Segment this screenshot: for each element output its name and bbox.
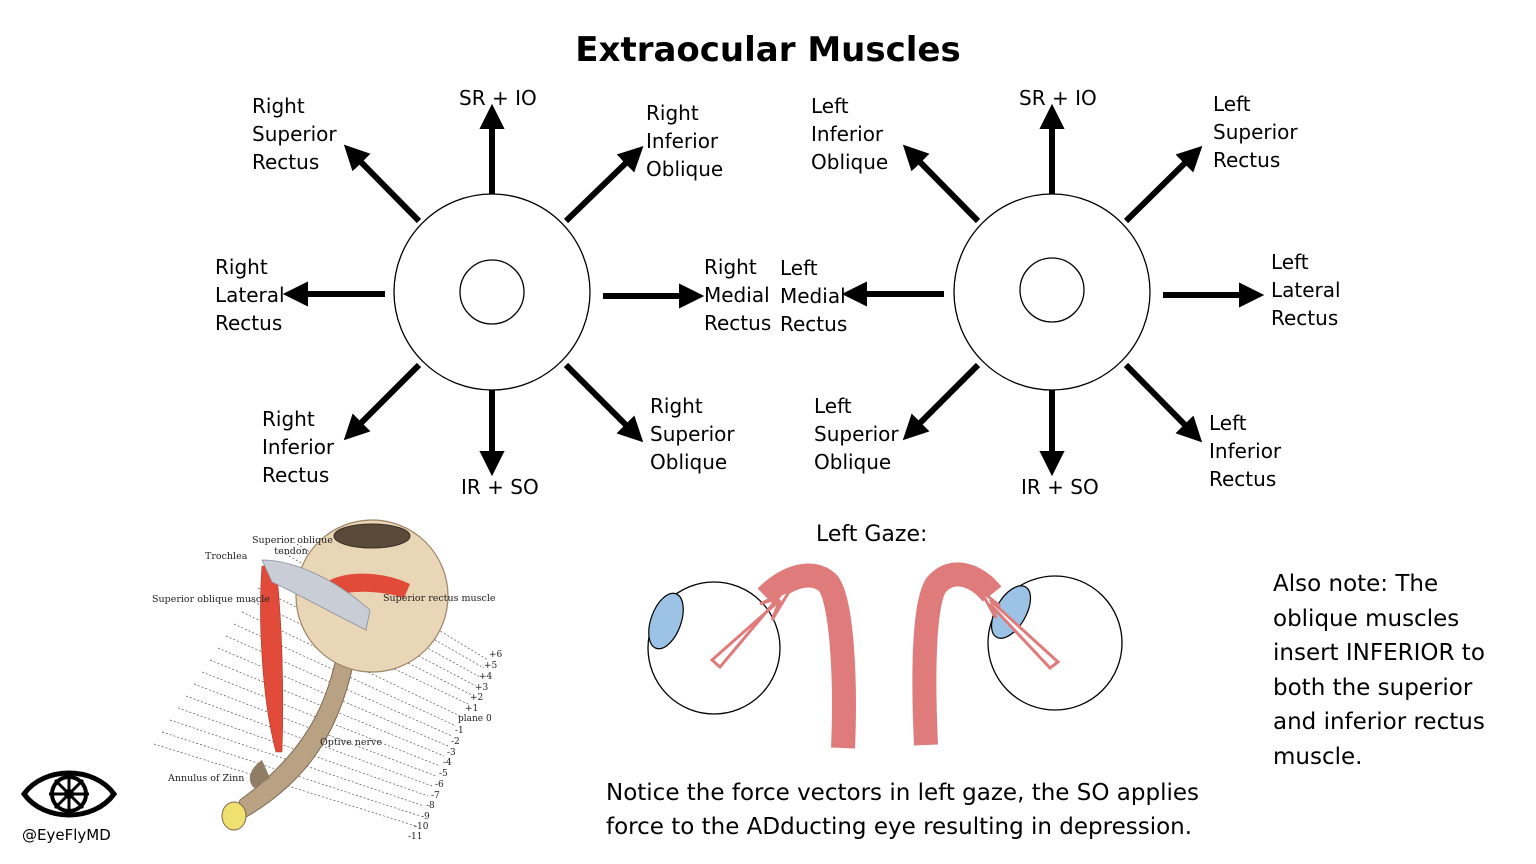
arrow-upper-left	[902, 144, 981, 224]
plane-label: +4	[479, 672, 493, 682]
plane-label: +6	[489, 650, 503, 660]
gaze-force-vector-2	[978, 588, 1061, 671]
arrow-upper-right	[563, 145, 644, 224]
superior-oblique-tendon	[261, 559, 371, 631]
plane-label: -7	[431, 791, 440, 801]
arrow-lower-left	[343, 362, 422, 441]
globe	[295, 519, 449, 673]
plane-label: -6	[435, 780, 444, 790]
cornea	[333, 523, 411, 549]
superior-rectus	[330, 573, 410, 598]
anatomy-illustration	[153, 519, 489, 831]
plane-label: +3	[475, 683, 489, 693]
plane-label: -11	[408, 832, 423, 842]
page-title: Extraocular Muscles	[575, 30, 961, 70]
optic-nerve-end	[221, 801, 247, 831]
plane-label: +1	[465, 704, 479, 714]
annulus	[249, 760, 270, 788]
arrow-upper-right	[1123, 145, 1203, 224]
optic-nerve	[229, 639, 357, 828]
plane-label: plane 0	[458, 714, 492, 724]
gaze-force-vector-1	[709, 586, 794, 670]
trochlea-label: Trochlea	[205, 551, 248, 562]
optive-nerve-label: Optive nerve	[320, 737, 383, 748]
arrow-lower-left	[902, 362, 981, 441]
plane-label: -4	[443, 758, 452, 768]
plane-label: -2	[451, 737, 460, 747]
left-gaze-title: Left Gaze:	[816, 522, 928, 547]
left-eye-down-label: IR + SO	[1021, 475, 1099, 499]
plane-label: -1	[455, 726, 464, 736]
plane-label: +2	[470, 693, 484, 703]
right-eye-up-label: SR + IO	[459, 86, 537, 110]
superior-oblique-muscle-label: Superior oblique muscle	[152, 594, 270, 605]
plane-label: -3	[447, 748, 456, 758]
gaze-cornea-1	[648, 592, 684, 650]
plane-label: -8	[426, 801, 435, 811]
gaze-muscle-2	[912, 562, 1002, 746]
right-eye-down-label: IR + SO	[461, 475, 539, 499]
left-gaze-illustration	[647, 562, 1123, 749]
left-eye-pupil	[1019, 257, 1085, 323]
plane-label: +5	[484, 661, 498, 671]
plane-label: -9	[421, 812, 430, 822]
left-eye-diagram	[841, 103, 1265, 477]
annulus-label: Annulus of Zinn	[168, 773, 245, 784]
plane-label: -10	[414, 822, 429, 832]
plane-label: -5	[439, 769, 448, 779]
force-vector-note: Notice the force vectors in left gaze, t…	[606, 780, 1199, 840]
arrow-lower-right	[1123, 362, 1203, 443]
left-eye-up-label: SR + IO	[1019, 86, 1097, 110]
superior-rectus-muscle-label: Superior rectus muscle	[383, 593, 496, 604]
arrow-upper-left	[343, 144, 422, 224]
arrow-lower-right	[563, 362, 644, 443]
superior-oblique-muscle	[260, 565, 284, 753]
gaze-muscle-1	[757, 563, 856, 749]
right-eye-diagram	[282, 103, 705, 477]
brand-handle: @EyeFlyMD	[22, 826, 111, 844]
eyefly-logo	[20, 770, 118, 818]
right-eye-pupil	[459, 259, 525, 325]
